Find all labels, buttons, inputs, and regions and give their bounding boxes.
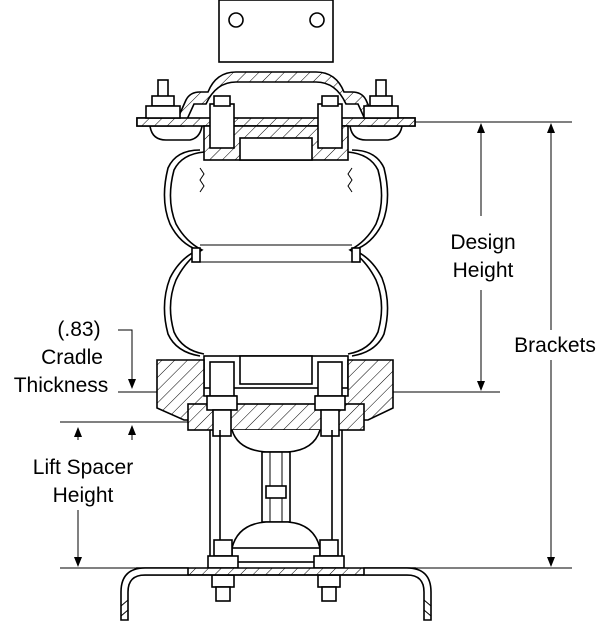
top-stud-left	[145, 79, 181, 119]
bracket-hole-right	[309, 12, 325, 28]
lower-bead-plate	[203, 355, 349, 405]
top-stud-right	[363, 79, 399, 119]
bracket-hole-left	[228, 12, 244, 28]
girdle-ring-left	[191, 247, 201, 263]
top-bracket	[136, 0, 416, 127]
design-height-label-2: Height	[453, 259, 514, 282]
girdle-ring-right	[351, 247, 361, 263]
top-bead-plate	[203, 95, 349, 161]
lift-spacer-label-1: Lift Spacer	[33, 456, 133, 479]
lift-spacer	[209, 429, 343, 568]
cradle-label-1: Cradle	[41, 346, 103, 369]
bottom-bracket	[120, 567, 432, 621]
brackets-label: Brackets	[514, 334, 596, 357]
cradle-label-2: Thickness	[14, 374, 109, 397]
lift-spacer-label-2: Height	[53, 484, 114, 507]
cradle-value-label: (.83)	[57, 318, 100, 341]
dimension-lines	[60, 121, 572, 569]
design-height-label-1: Design	[450, 231, 515, 254]
lower-nuts	[206, 395, 346, 437]
bellows	[163, 149, 389, 357]
